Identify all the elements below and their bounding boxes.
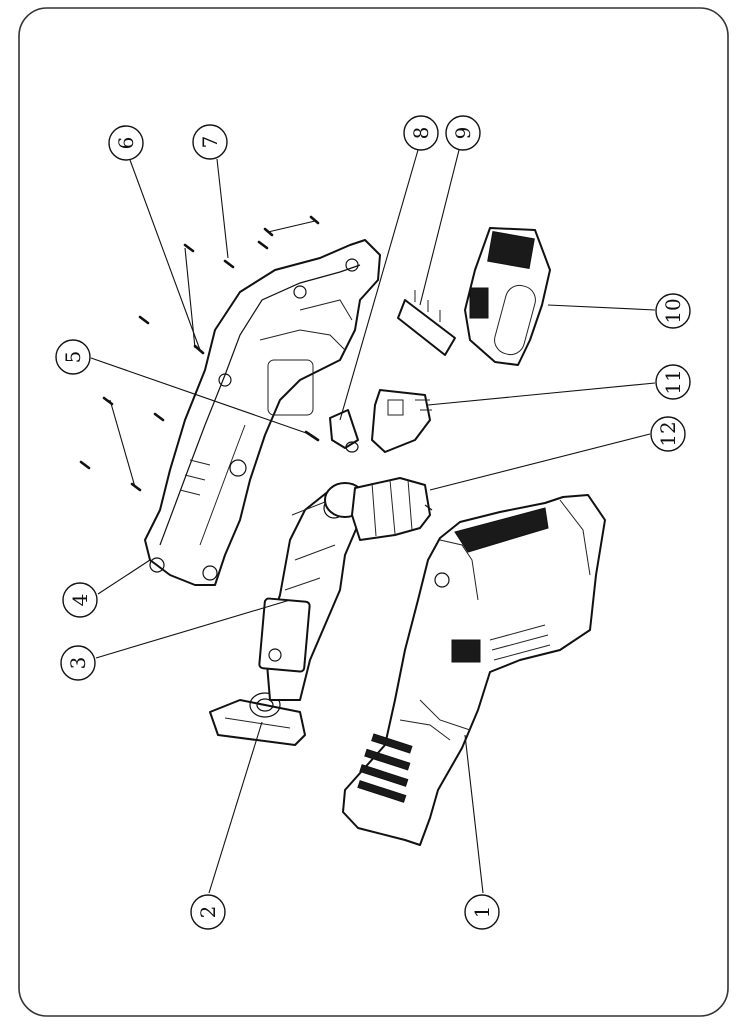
part-housing	[342, 494, 606, 846]
svg-text:8: 8	[409, 127, 433, 140]
part-shoe	[209, 692, 306, 746]
callout-8: 8	[403, 115, 439, 151]
svg-text:2: 2	[196, 906, 220, 919]
callout-7: 7	[192, 124, 228, 160]
callout-12: 12	[650, 416, 686, 452]
callout-11: 11	[655, 364, 691, 400]
callout-10: 10	[655, 293, 691, 329]
part-gear-assembly	[258, 482, 366, 701]
svg-text:1: 1	[470, 906, 494, 919]
svg-text:6: 6	[114, 137, 138, 150]
svg-text:11: 11	[661, 369, 685, 394]
part-half-shell	[144, 239, 381, 586]
callout-9: 9	[445, 115, 481, 151]
part-switch-lock	[329, 409, 359, 453]
svg-text:9: 9	[451, 127, 475, 140]
part-battery	[464, 227, 551, 366]
leader-lines	[90, 149, 656, 894]
page-border	[18, 7, 729, 1017]
callout-4: 4	[62, 582, 98, 618]
part-motor	[351, 477, 433, 541]
svg-text:3: 3	[66, 657, 90, 670]
svg-text:5: 5	[61, 351, 85, 364]
svg-text:12: 12	[656, 421, 680, 446]
callout-5: 5	[55, 339, 91, 375]
callout-3: 3	[60, 645, 96, 681]
callout-6: 6	[108, 125, 144, 161]
part-terminal-block	[397, 290, 456, 356]
callout-2: 2	[190, 894, 226, 930]
svg-text:10: 10	[661, 298, 685, 323]
part-trigger-switch	[371, 389, 432, 453]
callout-1: 1	[464, 894, 500, 930]
svg-text:4: 4	[68, 594, 92, 607]
svg-text:7: 7	[198, 136, 222, 149]
